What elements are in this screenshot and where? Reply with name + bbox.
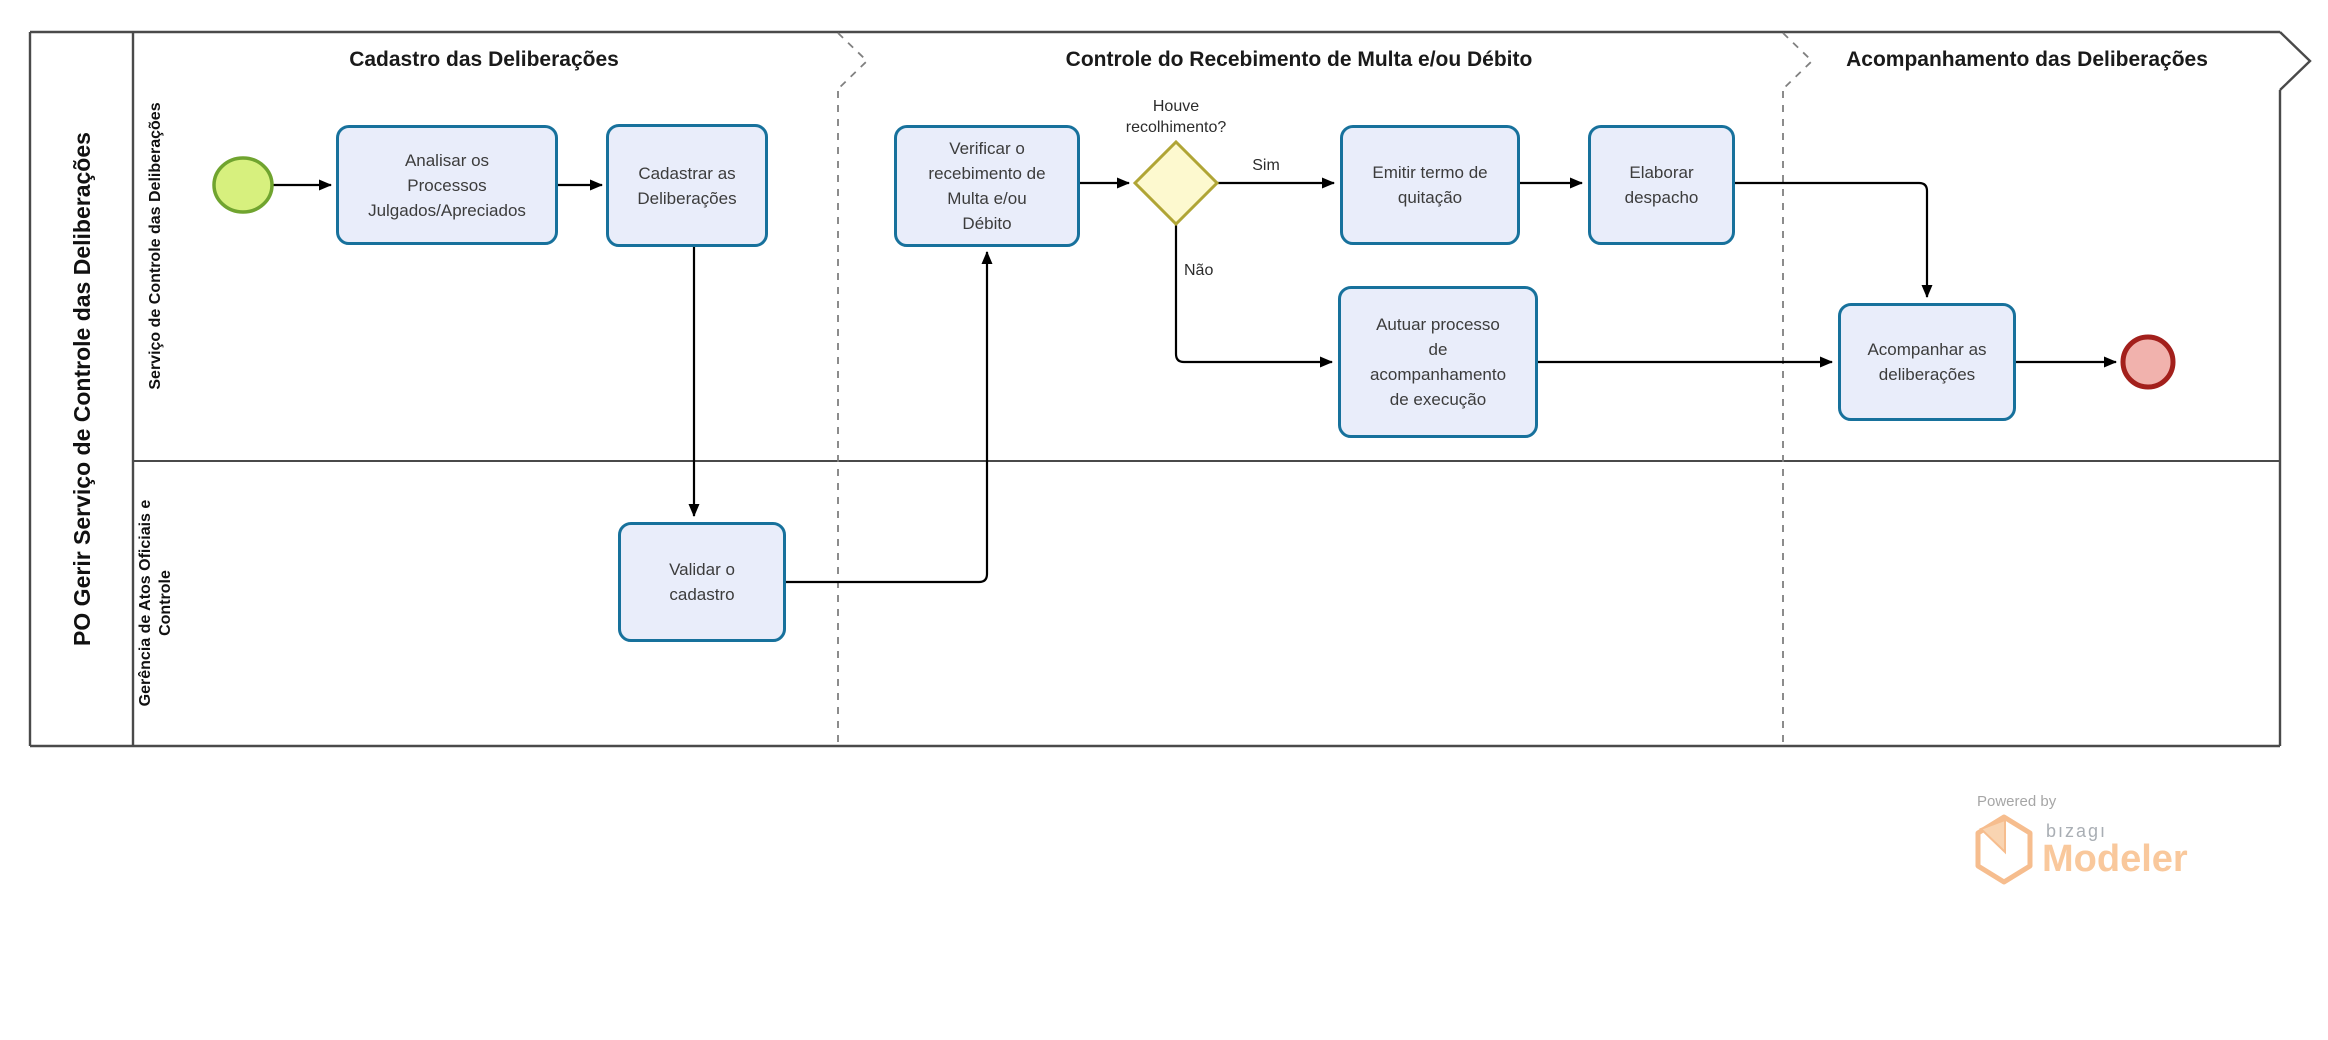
task-autuar-processo[interactable]: Autuar processo de acompanhamento de exe…	[1338, 286, 1538, 438]
end-event[interactable]	[2120, 334, 2176, 390]
task-cadastrar-deliberacoes[interactable]: Cadastrar as Deliberações	[606, 124, 768, 247]
task-elaborar-despacho[interactable]: Elaborar despacho	[1588, 125, 1735, 245]
task-analisar-processos[interactable]: Analisar os Processos Julgados/Apreciado…	[336, 125, 558, 245]
flow-validar-verificar	[786, 251, 993, 584]
watermark-powered-by: Powered by	[1977, 793, 2057, 810]
milestone-arrow-tip	[2279, 31, 2312, 91]
flow-gateway-autuar	[1174, 224, 1333, 368]
watermark-modeler-text: Modeler	[2042, 838, 2188, 880]
lane-label-servico-controle: Serviço de Controle das Deliberações	[147, 102, 164, 390]
pool-title: PO Gerir Serviço de Controle das Deliber…	[68, 132, 95, 646]
start-event[interactable]	[212, 156, 274, 214]
gateway-question-label: Houve recolhimento?	[1125, 98, 1227, 136]
watermark-bizagi-text: bızagı	[2046, 821, 2108, 841]
phase-header-cadastro: Cadastro das Deliberações	[349, 48, 619, 71]
pool-border	[28, 30, 2312, 748]
lane-label-gerencia-atos: Gerência de Atos Oficiais e Controle	[137, 499, 174, 707]
task-validar-cadastro[interactable]: Validar o cadastro	[618, 522, 786, 642]
phase-separator-1	[837, 32, 869, 745]
bizagi-logo-icon	[1975, 814, 2033, 885]
phase-separator-2	[1782, 32, 1814, 745]
task-emitir-termo[interactable]: Emitir termo de quitação	[1340, 125, 1520, 245]
task-acompanhar-deliberacoes[interactable]: Acompanhar as deliberações	[1838, 303, 2016, 421]
flow-label-nao: Não	[1184, 262, 1214, 279]
phase-header-acompanhamento: Acompanhamento das Deliberações	[1846, 48, 2208, 71]
flow-elaborar-acompanhar	[1735, 181, 1933, 298]
task-verificar-recebimento[interactable]: Verificar o recebimento de Multa e/ou Dé…	[894, 125, 1080, 247]
phase-header-controle-recebimento: Controle do Recebimento de Multa e/ou Dé…	[1065, 48, 1533, 71]
flow-label-sim: Sim	[1252, 157, 1280, 174]
exclusive-gateway[interactable]	[1132, 139, 1220, 227]
sequence-flows	[272, 177, 2117, 584]
